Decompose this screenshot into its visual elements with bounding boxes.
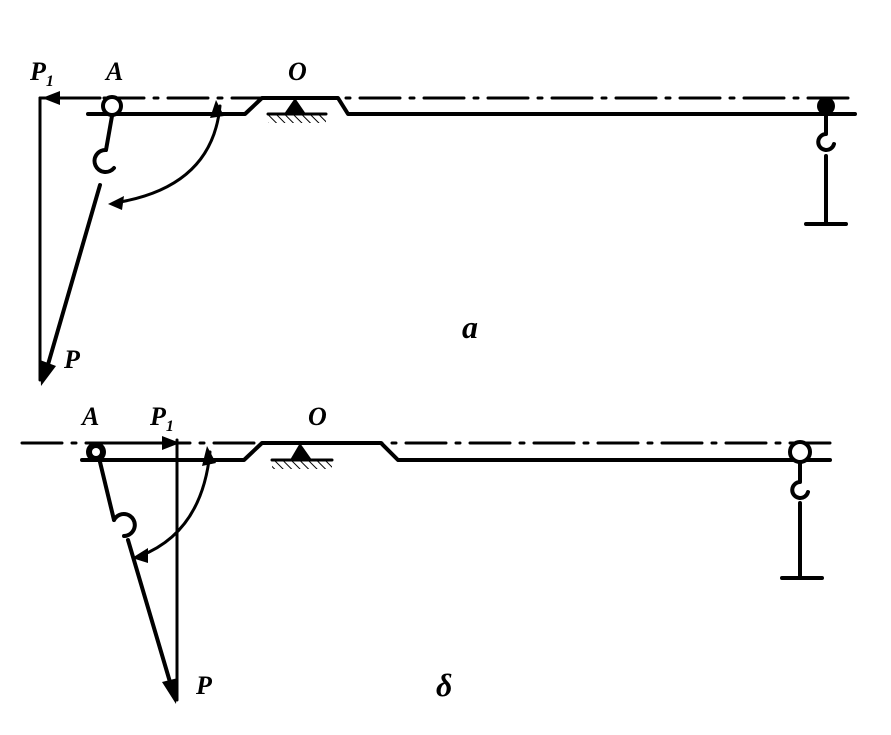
label-a-a: A bbox=[104, 57, 123, 86]
label-p1-a: P1 bbox=[29, 57, 54, 90]
label-a-b: A bbox=[80, 402, 99, 431]
force-p-arrow-a bbox=[45, 183, 102, 370]
lever-bar-a bbox=[86, 96, 857, 116]
joint-right-b bbox=[788, 440, 812, 464]
pivot-hatch-b bbox=[272, 460, 332, 469]
pin-a-a bbox=[101, 95, 123, 117]
label-o-b: O bbox=[308, 402, 327, 431]
weight-hook-right-b bbox=[780, 460, 824, 580]
label-p1-b: P1 bbox=[149, 402, 174, 435]
weight-hook-right-a bbox=[804, 113, 848, 226]
label-p-b: P bbox=[195, 671, 213, 700]
force-p-arrow-b bbox=[126, 538, 172, 684]
pivot-hatch-a bbox=[268, 114, 326, 123]
diagram-a: P1 A O P a bbox=[29, 57, 857, 386]
pivot-o-a bbox=[284, 98, 306, 114]
diagram-b: A P1 O P δ bbox=[20, 402, 832, 704]
caption-b: δ bbox=[436, 667, 452, 703]
caption-a: a bbox=[462, 309, 478, 345]
angle-arc-a bbox=[112, 104, 222, 205]
label-o-a: O bbox=[288, 57, 307, 86]
hook-link-b bbox=[98, 460, 137, 538]
hook-link-a bbox=[92, 114, 116, 174]
angle-arc-b bbox=[138, 450, 212, 558]
pivot-o-b bbox=[290, 443, 312, 460]
label-p-a: P bbox=[63, 345, 81, 374]
joint-right-a bbox=[817, 97, 835, 115]
lever-bar-b bbox=[80, 441, 832, 462]
